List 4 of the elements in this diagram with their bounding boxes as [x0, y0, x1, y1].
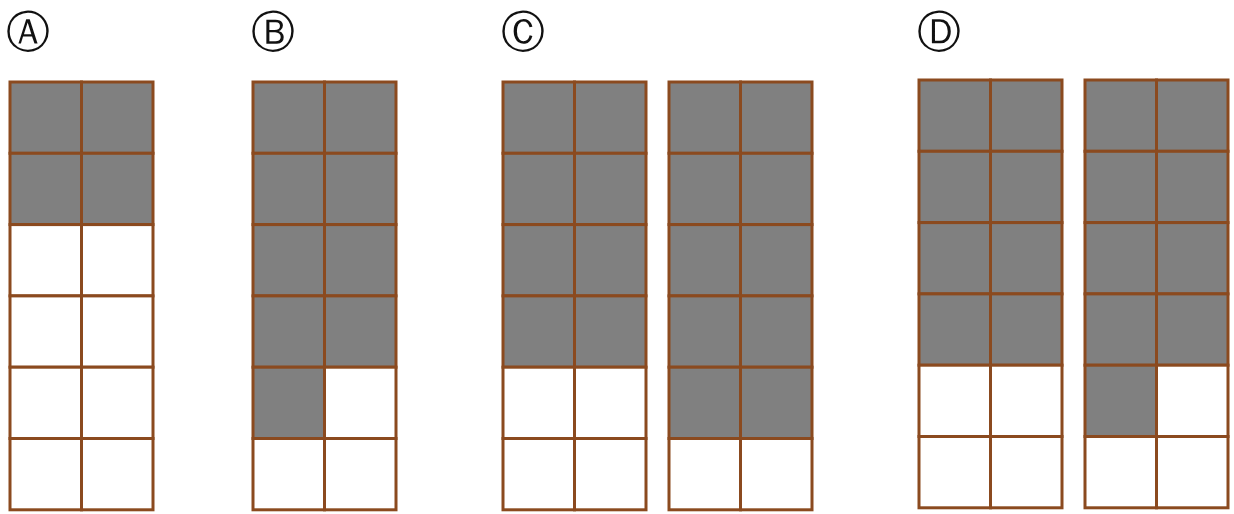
option-label: Ⓒ — [501, 7, 545, 57]
option-label: Ⓓ — [917, 7, 961, 57]
option-label: Ⓐ — [6, 7, 50, 57]
option-label: Ⓑ — [251, 7, 295, 57]
